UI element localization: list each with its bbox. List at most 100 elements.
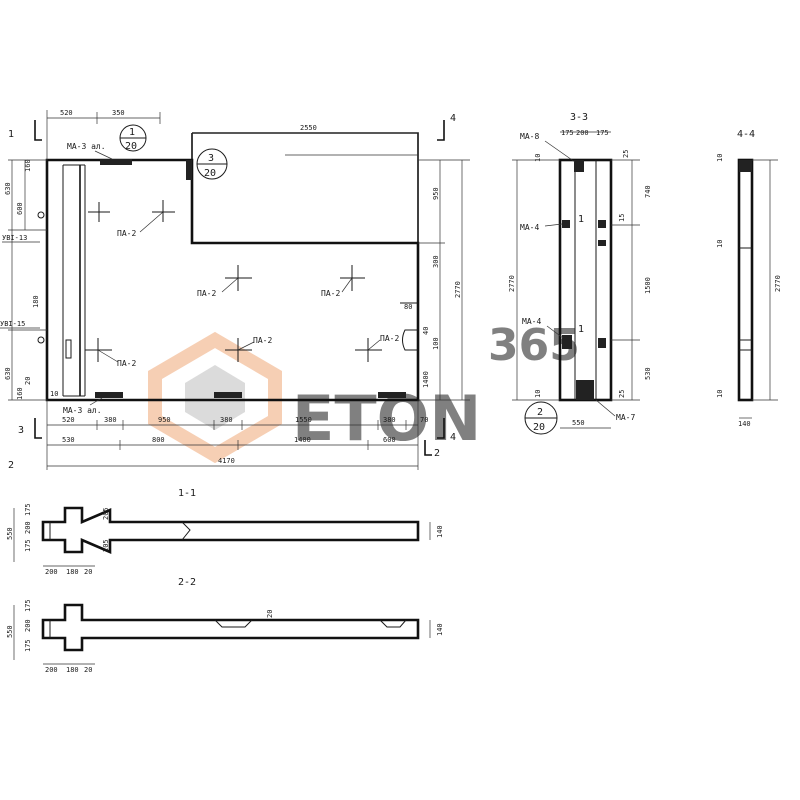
- svg-text:20: 20: [266, 610, 274, 618]
- svg-text:200: 200: [24, 521, 32, 534]
- svg-text:МА-8: МА-8: [520, 132, 539, 141]
- svg-text:550: 550: [6, 527, 14, 540]
- svg-text:350: 350: [112, 109, 125, 117]
- section-3-3: 3-3 1 1 МА-8 МА-4 МА-4 МА-7 175 200 175 …: [508, 112, 652, 429]
- svg-text:175: 175: [24, 639, 32, 652]
- plate-ma4-a: [562, 220, 570, 228]
- svg-text:2770: 2770: [454, 281, 462, 298]
- svg-text:3: 3: [18, 425, 24, 436]
- dims-top: 520 350 2550: [46, 109, 418, 160]
- svg-text:10: 10: [534, 390, 542, 398]
- callout-2-20: 2 20: [524, 401, 558, 435]
- svg-text:25: 25: [618, 390, 626, 398]
- svg-text:1500: 1500: [644, 277, 652, 294]
- svg-text:2: 2: [8, 460, 14, 471]
- pa2-crosses: [85, 200, 382, 363]
- svg-text:2-2: 2-2: [178, 577, 196, 588]
- dims-right: 950 300 2770 80 40 100 1400: [404, 159, 470, 401]
- svg-text:10: 10: [716, 240, 724, 248]
- svg-text:950: 950: [432, 187, 440, 200]
- svg-text:15: 15: [618, 214, 626, 222]
- svg-text:2: 2: [537, 407, 543, 418]
- svg-text:20: 20: [204, 168, 216, 179]
- plate-ma3-top: [100, 159, 132, 165]
- section-2-2: 2-2 20 550 175 200 175 140 200 180 20: [6, 577, 444, 674]
- svg-text:180: 180: [32, 295, 40, 308]
- callout-3-20: 3 20: [196, 148, 228, 180]
- svg-text:4-4: 4-4: [737, 129, 755, 140]
- svg-text:520: 520: [60, 109, 73, 117]
- svg-text:10: 10: [716, 390, 724, 398]
- plate-ma8: [574, 160, 584, 172]
- svg-text:МА-4: МА-4: [520, 223, 539, 232]
- section-11-outline: [41, 506, 420, 554]
- svg-text:10: 10: [534, 154, 542, 162]
- svg-text:40: 40: [422, 327, 430, 335]
- svg-text:20: 20: [24, 377, 32, 385]
- svg-text:530: 530: [644, 367, 652, 380]
- svg-text:20: 20: [84, 666, 92, 674]
- plate-ma7: [576, 380, 594, 400]
- svg-text:205: 205: [102, 507, 110, 520]
- svg-text:630: 630: [4, 182, 12, 195]
- svg-text:200: 200: [45, 568, 58, 576]
- label-pa2-6: ПА-2: [117, 359, 136, 368]
- svg-text:140: 140: [436, 525, 444, 538]
- svg-text:1550: 1550: [295, 416, 312, 424]
- svg-text:10: 10: [50, 390, 58, 398]
- section-1-1: 1-1 550 175 200 175 205 205 140 200 180 …: [6, 488, 444, 576]
- svg-text:1400: 1400: [422, 371, 430, 388]
- label-pa2-1: ПА-2: [117, 229, 136, 238]
- watermark: 365 ETON: [148, 320, 580, 464]
- svg-text:740: 740: [644, 185, 652, 198]
- svg-text:160: 160: [24, 159, 32, 172]
- svg-text:20: 20: [533, 422, 545, 433]
- svg-text:380: 380: [104, 416, 117, 424]
- upper-panel-outline: [192, 132, 419, 243]
- svg-text:2770: 2770: [508, 275, 516, 292]
- svg-text:300: 300: [432, 255, 440, 268]
- svg-text:380: 380: [220, 416, 233, 424]
- plate-ma4-b: [562, 335, 572, 349]
- svg-text:2550: 2550: [300, 124, 317, 132]
- label-ma3-bottom: МА-3 ал.: [63, 406, 102, 415]
- svg-text:1: 1: [578, 214, 584, 225]
- svg-text:520: 520: [62, 416, 75, 424]
- label-pa2-3: ПА-2: [321, 289, 340, 298]
- plate-ma3-bottom: [95, 392, 123, 398]
- svg-text:4: 4: [450, 113, 456, 124]
- svg-text:380: 380: [383, 416, 396, 424]
- svg-text:175: 175: [24, 503, 32, 516]
- dims-left: 630 600 160 180 630 160 20 10: [4, 159, 58, 401]
- svg-text:1400: 1400: [294, 436, 311, 444]
- svg-text:2: 2: [434, 448, 440, 459]
- svg-text:25: 25: [622, 150, 630, 158]
- svg-text:70: 70: [420, 416, 428, 424]
- cut-marks: 1 4 3 4 2 2: [8, 113, 456, 471]
- svg-text:200: 200: [576, 129, 589, 137]
- svg-text:180: 180: [66, 666, 79, 674]
- svg-text:550: 550: [6, 625, 14, 638]
- svg-text:1-1: 1-1: [178, 488, 196, 499]
- svg-text:10: 10: [716, 154, 724, 162]
- svg-text:175: 175: [596, 129, 609, 137]
- section-44-outline: [737, 158, 754, 402]
- dims-bottom: 520 380 950 380 1550 380 70 530 800 1400…: [46, 400, 428, 470]
- svg-text:4170: 4170: [218, 457, 235, 465]
- callout-1-20: 1 20: [119, 124, 147, 152]
- section-22-outline: [41, 603, 420, 652]
- svg-text:800: 800: [152, 436, 165, 444]
- svg-text:20: 20: [84, 568, 92, 576]
- svg-text:530: 530: [62, 436, 75, 444]
- svg-text:950: 950: [158, 416, 171, 424]
- svg-text:1: 1: [578, 324, 584, 335]
- svg-text:630: 630: [4, 367, 12, 380]
- label-uvi13: УВI-13: [2, 234, 27, 242]
- svg-text:180: 180: [66, 568, 79, 576]
- svg-text:4: 4: [450, 432, 456, 443]
- panel-outline: [45, 158, 420, 402]
- svg-text:175: 175: [24, 599, 32, 612]
- svg-text:3: 3: [208, 153, 214, 164]
- svg-text:140: 140: [738, 420, 751, 428]
